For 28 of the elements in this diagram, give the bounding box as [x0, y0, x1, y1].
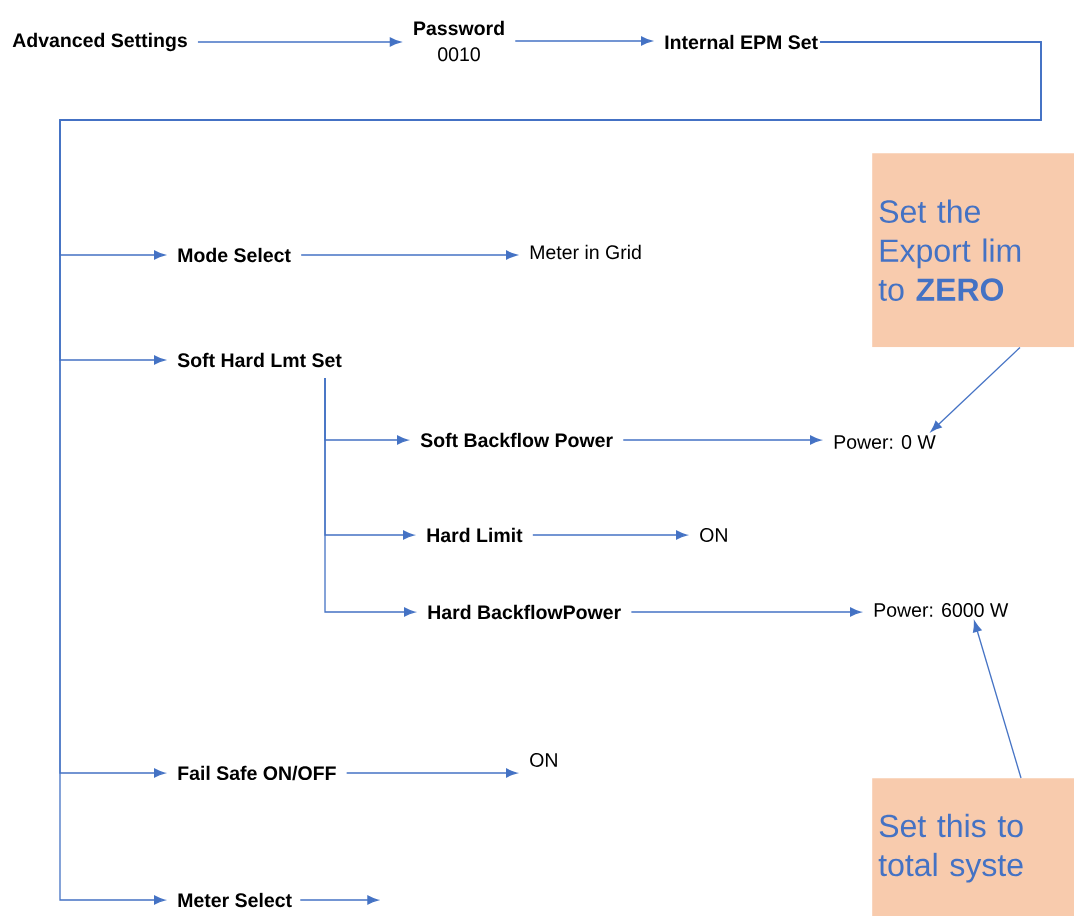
value-label: ON — [700, 528, 727, 542]
arrow — [300, 250, 518, 260]
arrow — [930, 346, 1021, 432]
value-label: Meter in Grid — [530, 244, 641, 260]
menu-label: Soft Backflow Power — [420, 432, 613, 448]
menu-label: Mode Select — [178, 247, 291, 263]
menu-label: Internal EPM Set — [665, 34, 818, 50]
menu-label: Fail Safe ON/OFF — [178, 765, 336, 781]
arrow — [514, 36, 653, 46]
arrow — [346, 768, 518, 778]
arrow — [532, 530, 688, 540]
menu-label: Soft Hard Lmt Set — [177, 352, 342, 368]
menu-label: Advanced Settings — [12, 32, 187, 52]
arrow — [972, 620, 1022, 779]
value-label: Power: 6000 W — [874, 603, 1009, 617]
value-label: Power: 0 W — [834, 435, 936, 449]
arrow — [630, 607, 862, 617]
menu-label: Meter Select — [178, 892, 292, 908]
value-label: ON — [530, 753, 557, 767]
arrow — [622, 435, 822, 445]
menu-label: Hard Limit — [427, 527, 523, 543]
arrow — [324, 377, 416, 617]
menu-label: Password 0010 — [414, 20, 504, 62]
arrow — [299, 895, 379, 905]
callout-box: Set this to total syste — [872, 778, 1074, 916]
arrow — [197, 37, 401, 47]
menu-label: Hard BackflowPower — [428, 604, 621, 620]
callout-box: Set the Export lim to ZERO — [872, 153, 1074, 348]
